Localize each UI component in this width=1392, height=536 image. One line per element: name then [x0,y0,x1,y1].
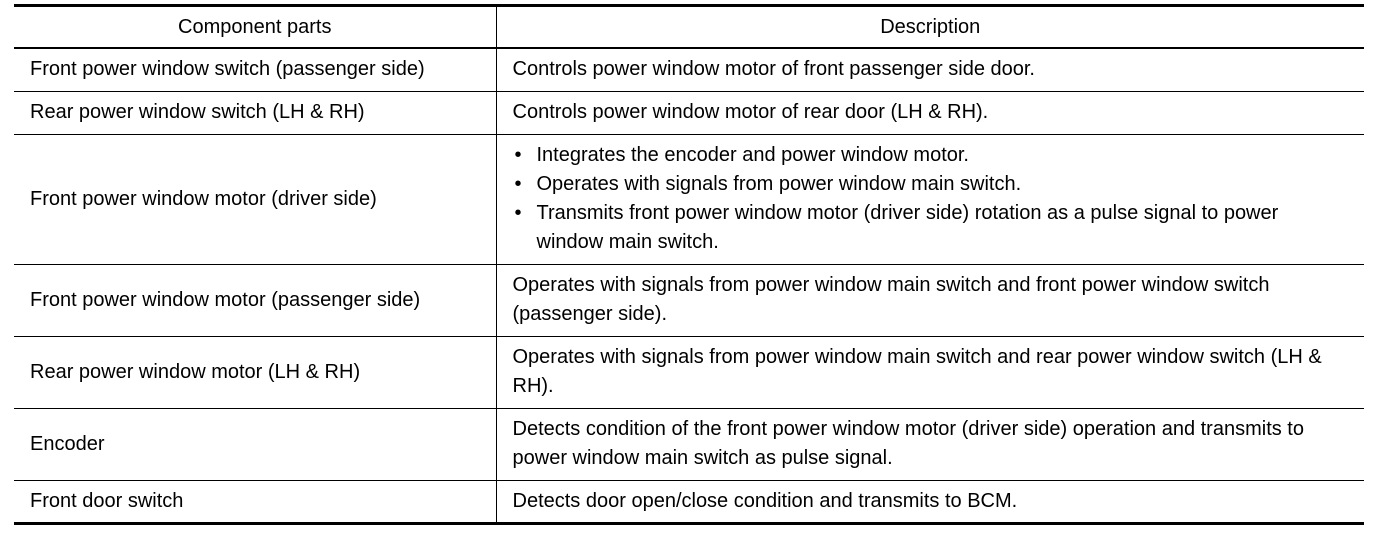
table-header-row: Component parts Description [14,4,1364,49]
header-component-parts: Component parts [14,4,496,49]
component-cell: Front power window switch (passenger sid… [14,48,496,92]
table-row: Front door switch Detects door open/clos… [14,480,1364,525]
component-cell: Rear power window switch (LH & RH) [14,91,496,135]
description-cell: Controls power window motor of rear door… [495,91,1364,135]
table-row: Rear power window switch (LH & RH) Contr… [14,91,1364,135]
description-cell: Integrates the encoder and power window … [495,134,1364,265]
description-cell: Operates with signals from power window … [495,336,1364,409]
description-cell: Operates with signals from power window … [495,264,1364,337]
table-row: Front power window motor (passenger side… [14,264,1364,337]
bullet-item: Operates with signals from power window … [513,170,1349,199]
header-description: Description [495,4,1364,49]
table-row: Encoder Detects condition of the front p… [14,408,1364,481]
component-cell: Front door switch [14,480,496,525]
component-cell: Front power window motor (passenger side… [14,264,496,337]
bullet-item: Integrates the encoder and power window … [513,141,1349,170]
description-cell: Detects condition of the front power win… [495,408,1364,481]
component-cell: Encoder [14,408,496,481]
bullet-item: Transmits front power window motor (driv… [513,199,1349,257]
component-description-table: Component parts Description Front power … [14,4,1364,525]
component-table-container: Component parts Description Front power … [14,4,1364,525]
table-row: Front power window switch (passenger sid… [14,48,1364,92]
description-cell: Controls power window motor of front pas… [495,48,1364,92]
table-row: Rear power window motor (LH & RH) Operat… [14,336,1364,409]
component-cell: Rear power window motor (LH & RH) [14,336,496,409]
component-cell: Front power window motor (driver side) [14,134,496,265]
description-cell: Detects door open/close condition and tr… [495,480,1364,525]
table-row: Front power window motor (driver side) I… [14,134,1364,265]
description-bullet-list: Integrates the encoder and power window … [513,141,1349,257]
